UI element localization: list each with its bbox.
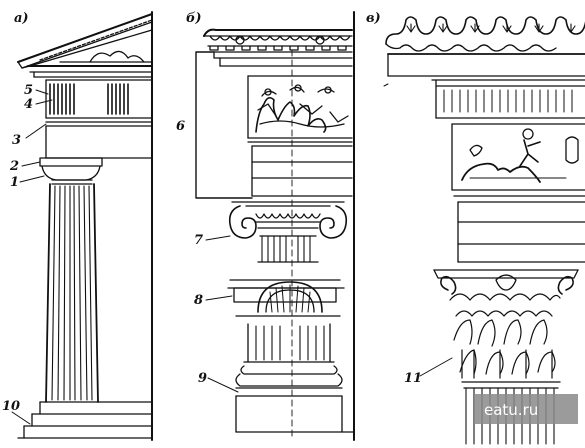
ionic-capital-variant [227,279,345,317]
panel-label-a: а) [14,11,29,26]
callout-3: 3 [12,133,21,148]
sima-palmettes [385,16,585,52]
callout-2: 2 [9,159,19,174]
frieze-triglyphs [45,79,153,123]
pediment [17,13,153,69]
panel-label-c: в) [366,11,381,26]
doric-capital [39,157,103,185]
figure-labels: а) б) в) 1 2 3 4 5 6 7 8 9 10 11 [2,11,422,414]
ionic-capital [228,201,348,263]
doric-column-shaft [45,183,99,403]
cornice-a [27,65,153,78]
panel-b-leaders [205,235,239,393]
bracket-6 [195,51,253,199]
watermark-text: eatu.ru [484,401,538,419]
ionic-architrave [247,141,353,197]
callout-1: 1 [10,175,19,190]
ionic-cornice [203,28,353,67]
callout-5: 5 [24,83,33,98]
corinthian-frieze-relief [451,123,585,191]
panel-c-corinthian-order [383,16,585,445]
stylobate-steps [17,401,153,439]
corinthian-architrave [453,195,585,263]
panel-a-leaders [11,89,53,425]
ionic-column-base [235,323,355,433]
panel-b-ionic-order [195,11,355,441]
corinthian-capital [433,269,579,389]
callout-9: 9 [198,371,207,386]
panel-c-leader-11 [419,357,453,377]
callout-11: 11 [404,371,422,386]
callout-8: 8 [194,293,203,308]
corinthian-cornice [387,53,585,119]
watermark: eatu.ru [474,394,578,424]
architrave-a [45,125,153,159]
ionic-frieze-relief [247,75,353,139]
panel-a-doric-order [11,11,153,441]
callout-4: 4 [24,97,33,112]
callout-10: 10 [2,399,20,414]
panel-label-b: б) [186,11,202,26]
callout-6: 6 [176,119,185,134]
callout-7: 7 [194,233,203,248]
